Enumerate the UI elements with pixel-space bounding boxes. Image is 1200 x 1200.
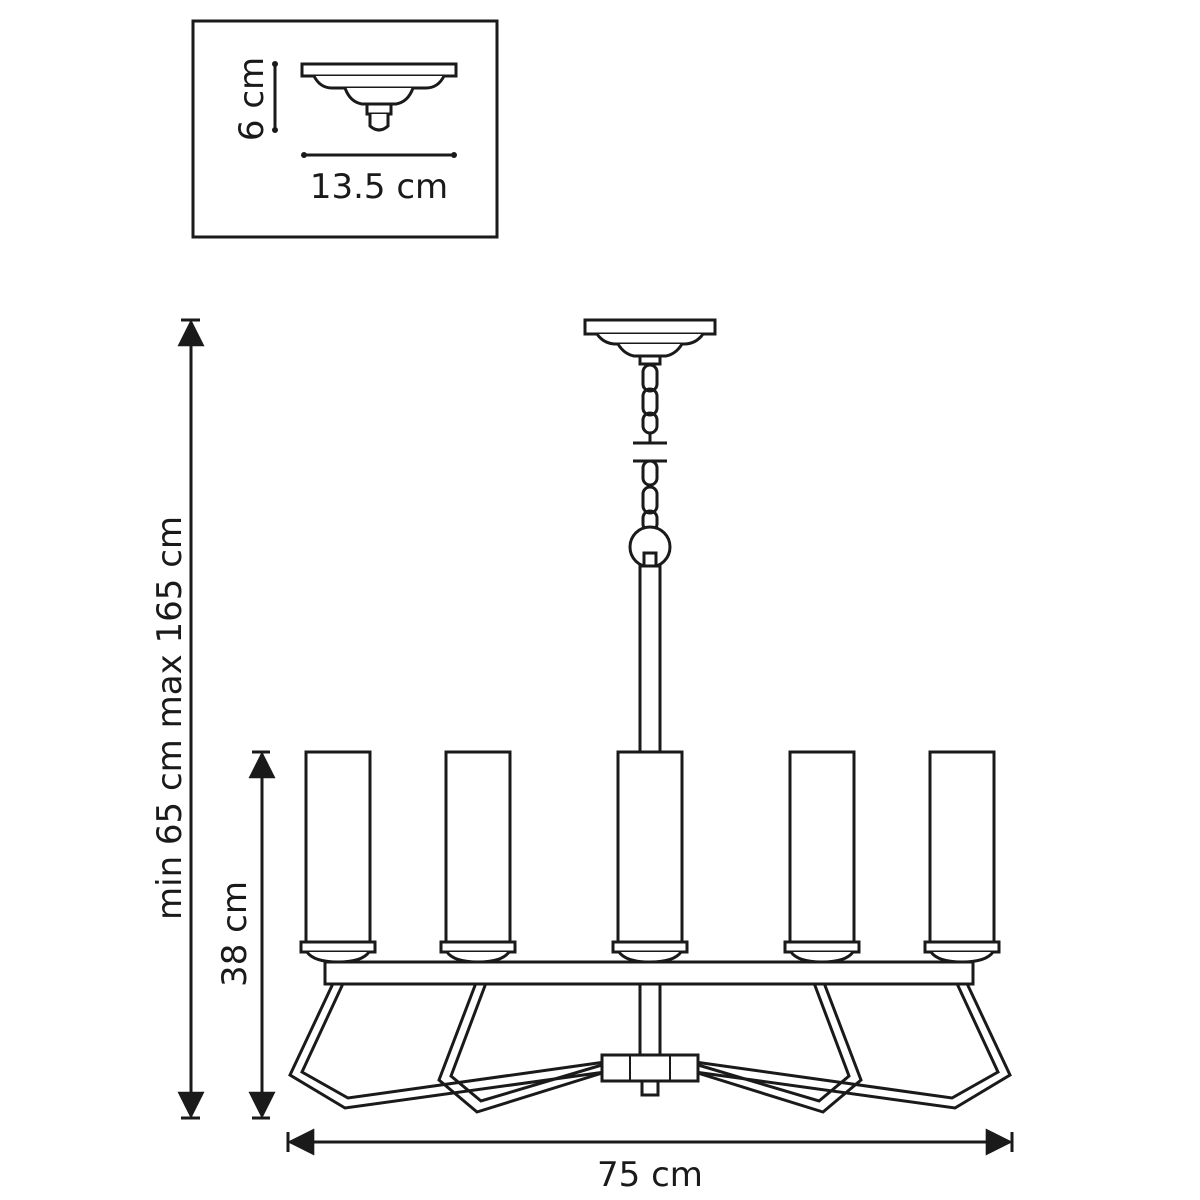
body-height-dimension xyxy=(248,750,276,1120)
glass-shades xyxy=(299,750,1001,964)
candle-ring xyxy=(323,960,975,986)
inset-frame xyxy=(191,19,499,239)
chandelier-drawing xyxy=(288,318,1012,1114)
width-label: 75 cm xyxy=(597,1155,703,1195)
suspension-chain xyxy=(633,363,667,533)
total-height-dimension xyxy=(177,318,205,1120)
body-height-label: 38 cm xyxy=(215,881,255,987)
shade-4 xyxy=(783,750,861,964)
canopy-width-label: 13.5 cm xyxy=(310,167,448,207)
total-height-label: min 65 cm max 165 cm xyxy=(150,516,190,920)
canopy-height-label: 6 cm xyxy=(232,57,272,141)
central-stem xyxy=(638,564,662,754)
width-dimension xyxy=(286,1128,1014,1156)
shade-5 xyxy=(923,750,1001,964)
shade-1 xyxy=(299,750,377,964)
canopy-height-dimension xyxy=(272,61,278,133)
shade-2 xyxy=(439,750,517,964)
ceiling-canopy xyxy=(583,318,717,366)
canopy-detail-drawing xyxy=(300,62,458,132)
canopy-detail-inset: 6 cm 13.5 cm xyxy=(191,19,499,239)
canopy-width-dimension xyxy=(301,152,457,158)
shade-3 xyxy=(611,750,689,964)
frame-arms xyxy=(288,974,1012,1114)
arm-hub xyxy=(600,1053,700,1083)
